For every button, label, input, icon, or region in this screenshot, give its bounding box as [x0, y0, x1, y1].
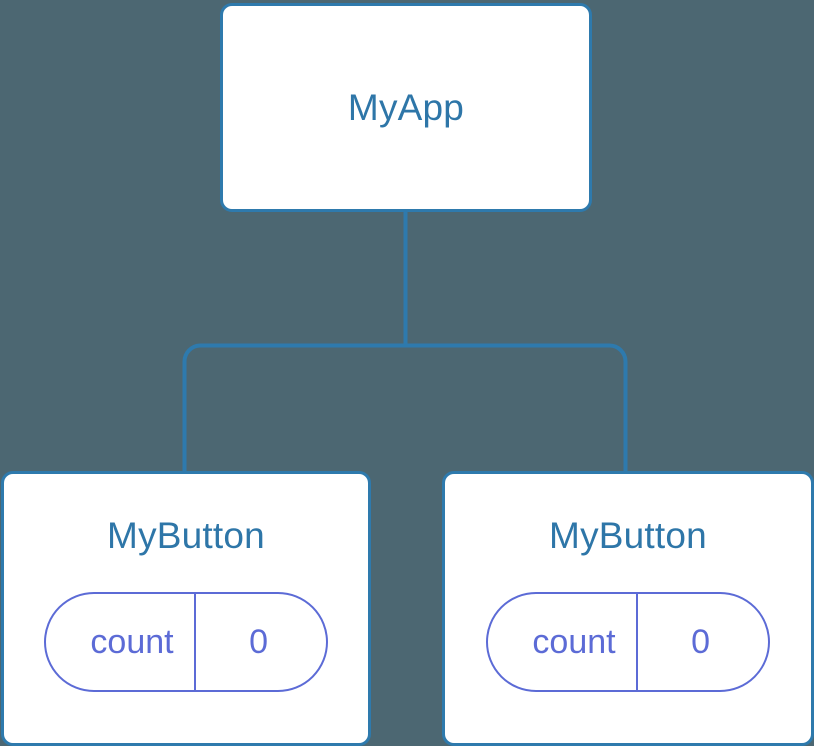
state-pill-2-key: count	[532, 623, 616, 661]
edge-root-to-child-1	[182, 343, 406, 472]
state-pill-1-key: count	[90, 623, 174, 661]
state-pill-1-value: 0	[249, 623, 269, 661]
edge-root-to-child-2	[405, 343, 628, 472]
state-pill-1[interactable]: count 0	[44, 592, 328, 692]
state-pill-2-value: 0	[691, 623, 711, 661]
state-pill-1-divider	[193, 594, 196, 690]
node-mybutton-2[interactable]: MyButton count 0	[442, 471, 814, 746]
node-mybutton-2-label: MyButton	[549, 515, 707, 556]
state-pill-2[interactable]: count 0	[486, 592, 770, 692]
node-myapp[interactable]: MyApp	[220, 3, 592, 212]
node-mybutton-1[interactable]: MyButton count 0	[1, 471, 371, 746]
state-pill-2-divider	[635, 594, 638, 690]
node-mybutton-1-label: MyButton	[107, 515, 265, 556]
node-myapp-label: MyApp	[347, 87, 465, 128]
